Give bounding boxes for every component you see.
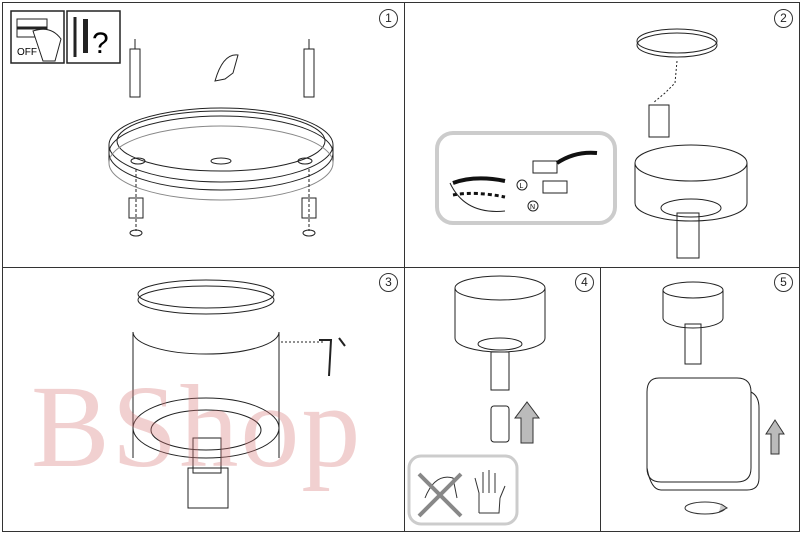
step-number: 3 [379, 273, 398, 292]
screws-anchors-icon: ? [66, 10, 121, 64]
insert-bulb-drawing [407, 275, 546, 526]
attach-body-drawing [132, 279, 346, 509]
wire-connection-icon: L N [435, 131, 617, 225]
gloves-icon [474, 470, 506, 514]
arrow-up-icon [765, 419, 785, 455]
attach-shade-drawing [646, 281, 785, 515]
question-mark: ? [92, 27, 109, 60]
ceiling-plate-mounting-drawing: OFF ? [10, 10, 334, 237]
wiring-drawing: L N [435, 28, 748, 259]
step-1-panel: 1 OFF ? [2, 2, 405, 268]
power-off-icon: OFF [10, 10, 65, 64]
allen-key-icon [319, 337, 346, 377]
arrow-up-icon [514, 401, 540, 444]
no-bare-hands-icon [417, 472, 463, 518]
step-number: 1 [379, 9, 398, 28]
step-number: 5 [774, 273, 793, 292]
off-label: OFF [17, 47, 37, 58]
step-3-panel: 3 BShop [2, 267, 405, 532]
step-5-panel: 5 [600, 267, 800, 532]
step-number: 2 [774, 9, 793, 28]
neutral-label: N [530, 204, 535, 211]
step-number: 4 [575, 273, 594, 292]
live-label: L [520, 183, 524, 190]
step-2-panel: 2 L N [404, 2, 800, 268]
step-4-panel: 4 [404, 267, 601, 532]
rotate-icon [684, 501, 728, 515]
